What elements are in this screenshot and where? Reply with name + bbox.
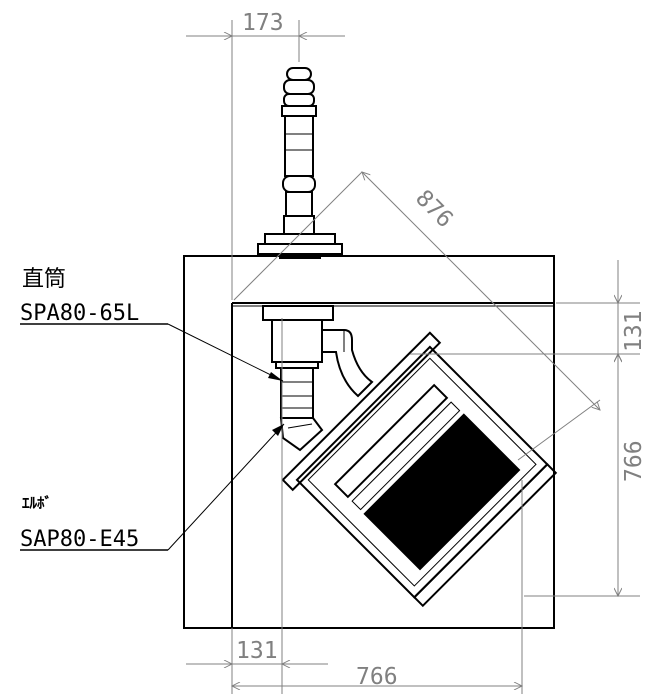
elbow-callout: ｴﾙﾎﾞ SAP80-E45	[20, 423, 285, 552]
straight-pipe-callout: 直筒 SPA80-65L	[20, 267, 284, 382]
straight-pipe-label-jp: 直筒	[22, 267, 66, 292]
flue-elbow	[279, 417, 324, 452]
elbow-label-model: SAP80-E45	[20, 527, 139, 552]
dim-bottom-131: 131	[236, 638, 278, 664]
room-outline	[183, 255, 555, 629]
straight-pipe-label-model: SPA80-65L	[20, 301, 139, 326]
dim-bottom-766: 766	[356, 664, 398, 690]
dim-right-131: 131	[621, 310, 647, 352]
dimension-lines	[186, 20, 640, 694]
chimney-pipe	[257, 67, 343, 259]
flue-straight-pipe	[262, 305, 334, 419]
dim-diagonal-876: 876	[410, 185, 458, 233]
dim-right-766: 766	[621, 440, 647, 482]
dim-top-173: 173	[242, 10, 284, 36]
stove-body	[281, 331, 558, 608]
side-duct	[321, 329, 374, 398]
elbow-label-jp: ｴﾙﾎﾞ	[22, 494, 52, 512]
